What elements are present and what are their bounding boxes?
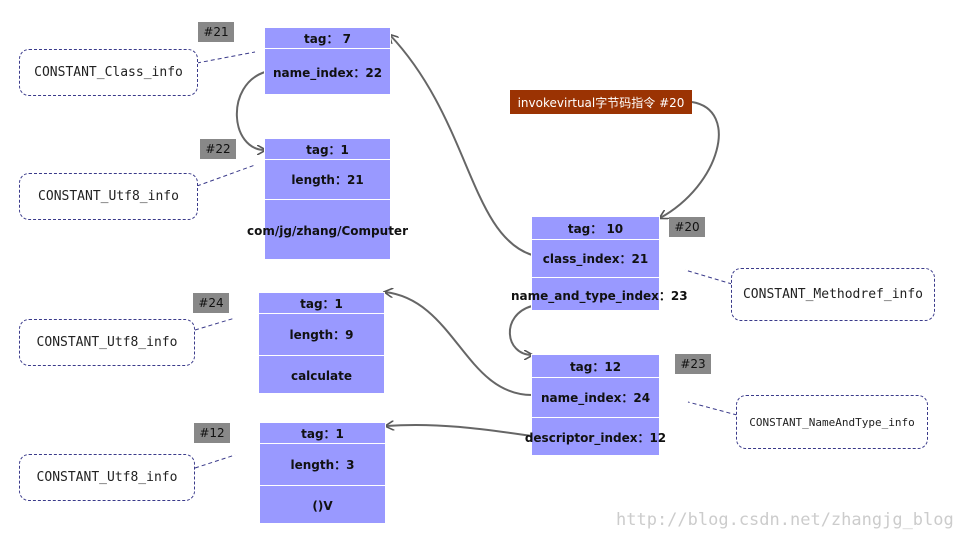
entry-20-tag: tag： 10: [567, 221, 624, 236]
entry-23-box: tag：12 name_index：24 descriptor_index：12: [525, 354, 666, 457]
callout-pointer-e24: [194, 317, 236, 331]
callout-nameandtype-info: CONSTANT_NameAndType_info: [736, 395, 928, 449]
arrow-instruction-to-e20: [660, 101, 720, 218]
entry-21-tag: tag： 7: [304, 31, 351, 46]
entry-12-box: tag：1 length：3 ()V: [259, 422, 386, 524]
entry-23-name-index: name_index：24: [532, 377, 659, 417]
callout-class-info: CONSTANT_Class_info: [19, 49, 198, 96]
entry-20-name-and-type-label: name_and_type_index：23: [511, 289, 688, 303]
arrow-e21-to-e22: [235, 71, 265, 150]
entry-24-box: tag：1 length：9 calculate: [258, 292, 385, 394]
entry-22-tag: tag：1: [306, 142, 349, 157]
badge-20: #20: [669, 217, 705, 237]
callout-pointer-e21: [196, 51, 256, 64]
badge-12: #12: [194, 423, 230, 443]
callout-utf8-info-12: CONSTANT_Utf8_info: [19, 454, 195, 501]
entry-22-box: tag：1 length：21 com/jg/zhang/Computer: [247, 138, 408, 261]
badge-21: #21: [198, 22, 234, 42]
arrow-e20-to-e21: [390, 35, 533, 256]
invokevirtual-instruction: invokevirtual字节码指令 #20: [510, 90, 692, 114]
entry-20-class-index: class_index：21: [532, 239, 659, 277]
callout-utf8-info-24: CONSTANT_Utf8_info: [19, 319, 195, 366]
watermark: http://blog.csdn.net/zhangjg_blog: [616, 510, 954, 530]
badge-23: #23: [675, 354, 711, 374]
entry-24-tag: tag：1: [300, 296, 343, 311]
entry-22-length: length：21: [265, 159, 390, 199]
entry-23-descriptor-index: descriptor_index：12: [525, 417, 666, 457]
callout-pointer-e12: [194, 454, 236, 469]
callout-pointer-e20: [684, 269, 733, 285]
badge-22: #22: [200, 139, 236, 159]
callout-utf8-info-22: CONSTANT_Utf8_info: [19, 173, 198, 220]
callout-methodref-info: CONSTANT_Methodref_info: [731, 268, 935, 321]
entry-20-name-and-type-index: [532, 277, 659, 312]
entry-21-name-index: name_index：22: [265, 48, 390, 96]
entry-23-tag: tag：12: [569, 359, 622, 374]
entry-12-tag: tag：1: [301, 426, 344, 441]
arrow-e23-to-e12: [386, 425, 533, 437]
entry-20-box: tag： 10 class_index：21: [531, 216, 660, 311]
entry-22-bytes: com/jg/zhang/Computer: [247, 199, 408, 261]
entry-24-length: length：9: [259, 313, 384, 355]
callout-pointer-e22: [196, 164, 256, 187]
entry-12-bytes: ()V: [260, 485, 385, 525]
arrow-e20-to-e23: [508, 305, 532, 355]
entry-24-bytes: calculate: [259, 355, 384, 395]
arrow-e23-to-e24: [385, 292, 533, 396]
entry-21-box: tag： 7 name_index：22: [264, 27, 391, 95]
entry-12-length: length：3: [260, 443, 385, 485]
badge-24: #24: [193, 293, 229, 313]
callout-pointer-e23: [687, 401, 738, 416]
